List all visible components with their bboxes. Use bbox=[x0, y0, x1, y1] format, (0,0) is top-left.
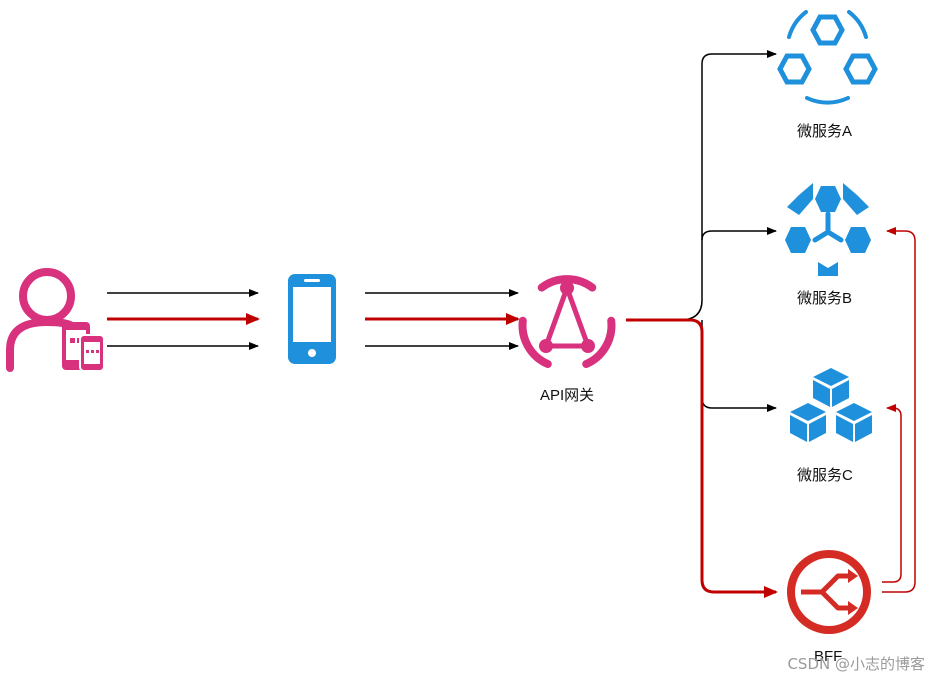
arrow-bff-to-service-b bbox=[882, 227, 916, 593]
gateway-to-services-black bbox=[679, 50, 777, 412]
watermark: CSDN @小志的博客 bbox=[787, 655, 925, 673]
service-a-label: 微服务A bbox=[797, 123, 853, 140]
service-c-label: 微服务C bbox=[797, 467, 853, 484]
service-c-icon bbox=[790, 368, 872, 442]
gateway-label: API网关 bbox=[540, 387, 595, 404]
service-a-icon bbox=[777, 10, 878, 105]
arrow-gateway-to-bff bbox=[626, 318, 778, 598]
bff-icon bbox=[787, 550, 871, 634]
user-devices-icon bbox=[6, 268, 105, 372]
service-b-label: 微服务B bbox=[797, 290, 853, 307]
arrow-bff-to-service-c bbox=[882, 404, 902, 583]
bff-label: BFF bbox=[814, 648, 843, 665]
api-gateway-icon bbox=[518, 275, 616, 368]
mobile-phone-icon bbox=[288, 274, 336, 364]
service-b-icon bbox=[785, 183, 871, 276]
